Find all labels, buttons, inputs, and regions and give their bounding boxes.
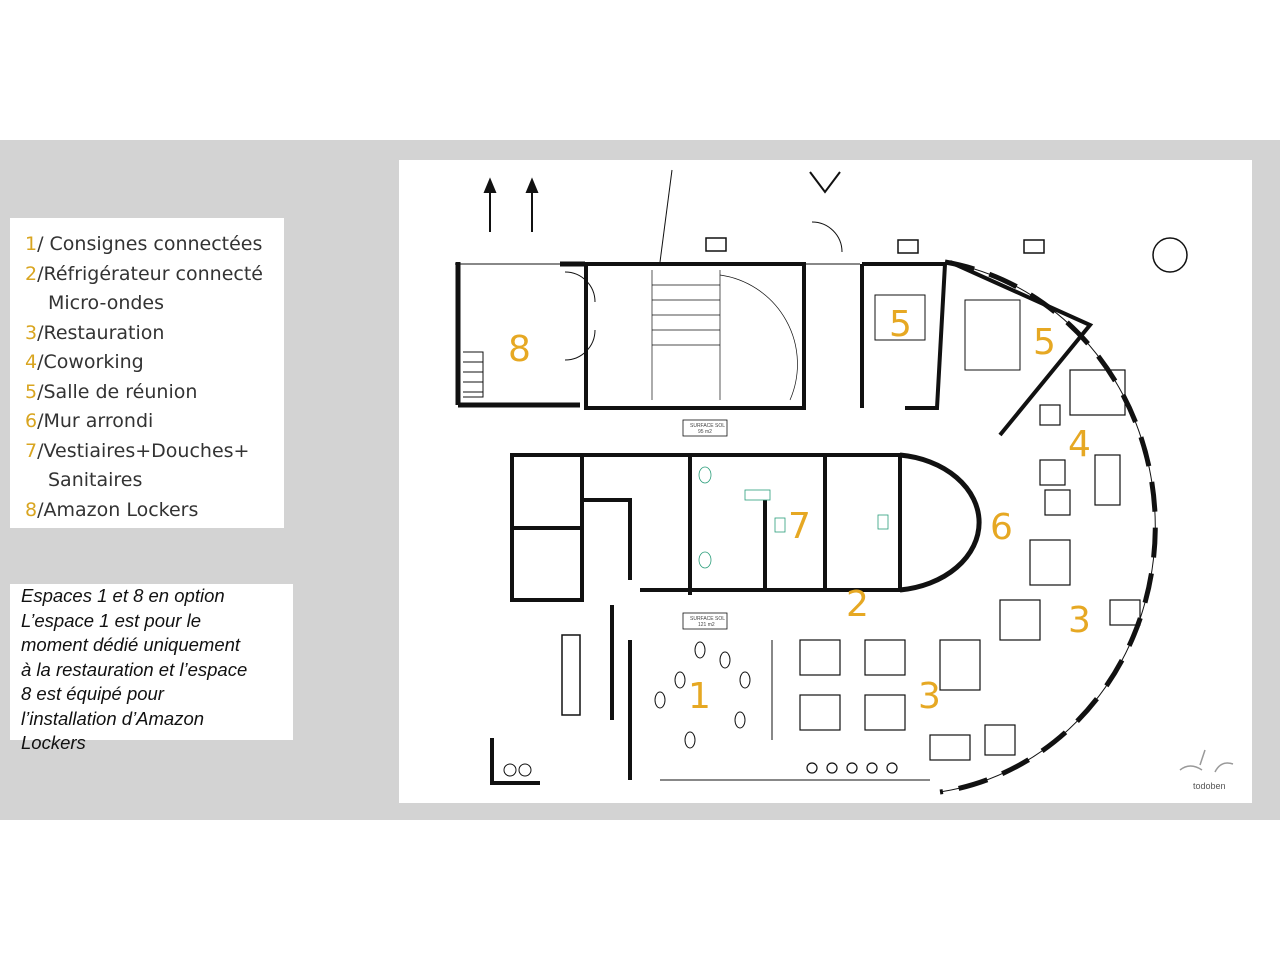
legend-num: 7 (25, 439, 38, 462)
legend-label: / Consignes connectées (37, 233, 263, 255)
legend-item-2: 2/Réfrigérateur connecté (25, 260, 284, 290)
room-8 (455, 261, 585, 408)
legend-label: /Coworking (37, 351, 144, 373)
zone-numbers: 8 5 5 4 6 7 2 3 3 1 (508, 304, 1091, 717)
surface-top-value: 95 m2 (698, 429, 712, 435)
zone-3a: 3 (918, 676, 941, 717)
sanitary-fixtures (698, 466, 889, 569)
legend-num: 1 (25, 233, 38, 255)
north-arrow-icon (483, 177, 539, 232)
meeting-tables (874, 294, 1021, 371)
surface-bottom-label: SURFACE SOL (690, 616, 725, 622)
legend-num: 2 (25, 262, 38, 285)
todoben-logo: todoben (1179, 749, 1234, 791)
legend-item-7: 7/Vestiaires+Douches+ (25, 437, 284, 467)
legend-item-5: 5/Salle de réunion (25, 378, 284, 408)
legend-label: /Réfrigérateur connecté (37, 262, 263, 285)
sanitary-block (510, 452, 982, 780)
note-line: Espaces 1 et 8 en option (21, 585, 225, 606)
surface-bottom-value: 121 m2 (698, 622, 715, 628)
legend-label: /Mur arrondi (37, 410, 154, 432)
legend-num: 4 (25, 351, 38, 373)
surface-label-top (682, 419, 728, 437)
legend-label: /Vestiaires+Douches+ (37, 439, 250, 462)
restaurant-tables (799, 369, 1141, 761)
zone-4: 4 (1068, 424, 1091, 465)
zone-2: 2 (846, 584, 869, 625)
legend-num: 8 (25, 498, 38, 521)
note-line: à la restauration et l’espace (21, 658, 248, 680)
stools (806, 762, 898, 774)
legend-label: /Restauration (37, 321, 165, 344)
zone-5a: 5 (889, 304, 912, 345)
zone-6: 6 (990, 507, 1013, 548)
legend-item-4: 4/Coworking (25, 348, 284, 378)
legend-item-7-cont: Sanitaires (48, 469, 143, 491)
note-line: Lockers (21, 732, 86, 753)
zone-1: 1 (688, 676, 711, 717)
zone-7: 7 (788, 506, 811, 547)
surface-label-bottom (682, 612, 728, 630)
legend-item-2-cont: Micro-ondes (48, 292, 165, 314)
legend-box: 1/ Consignes connectées 2/Réfrigérateur … (10, 218, 284, 528)
note-line: 8 est équipé pour (21, 683, 164, 704)
note-box: Espaces 1 et 8 en option L’espace 1 est … (10, 584, 293, 753)
note-line: moment dédié uniquement (21, 634, 241, 655)
note-line: L’espace 1 est pour le (21, 609, 201, 631)
legend-label: /Amazon Lockers (37, 498, 199, 521)
surface-top-label: SURFACE SOL (690, 423, 725, 429)
legend-item-1: 1/ Consignes connectées (25, 230, 284, 260)
space-1-furniture (654, 641, 751, 749)
legend-item-3: 3/Restauration (25, 319, 284, 349)
legend-item-8: 8/Amazon Lockers (25, 496, 284, 526)
entrance-marker-icon (809, 171, 841, 194)
zone-5b: 5 (1033, 322, 1056, 363)
meeting-rooms (860, 260, 1094, 437)
legend-num: 5 (25, 380, 38, 403)
legend-num: 3 (25, 321, 38, 344)
legend-item-6: 6/Mur arrondi (25, 407, 284, 437)
zone-8: 8 (508, 329, 531, 370)
zone-3b: 3 (1068, 600, 1091, 641)
legend-label: /Salle de réunion (37, 380, 198, 403)
note-line: l’installation d’Amazon (21, 707, 205, 729)
logo-text: todoben (1193, 781, 1226, 791)
round-wall (899, 452, 982, 593)
stairwell (584, 262, 806, 410)
legend-num: 6 (25, 410, 38, 432)
